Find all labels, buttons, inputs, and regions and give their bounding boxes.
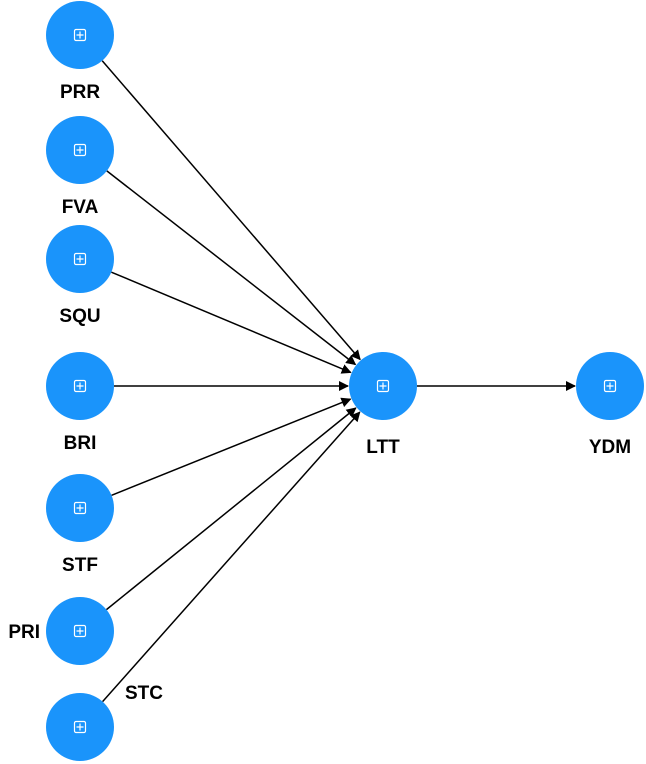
node-squ[interactable]: SQU [46, 225, 114, 327]
edge-stf-to-ltt[interactable] [111, 397, 352, 496]
expand-plus-icon[interactable] [73, 379, 87, 393]
node-stc[interactable]: STC [46, 683, 163, 761]
expand-plus-icon[interactable] [376, 379, 390, 393]
edge-prr-to-ltt[interactable] [101, 60, 361, 361]
node-label: FVA [62, 197, 99, 218]
expand-plus-icon[interactable] [603, 379, 617, 393]
edge-fva-to-ltt[interactable] [106, 170, 357, 366]
node-label: STC [125, 683, 163, 704]
expand-plus-icon[interactable] [73, 501, 87, 515]
expand-plus-icon[interactable] [73, 624, 87, 638]
expand-plus-icon[interactable] [73, 28, 87, 42]
node-prr[interactable]: PRR [46, 1, 114, 103]
expand-plus-icon[interactable] [73, 252, 87, 266]
edge-stc-to-ltt[interactable] [102, 411, 361, 703]
edge-squ-to-ltt[interactable] [111, 271, 352, 374]
node-label: BRI [64, 433, 97, 454]
node-label: PRI [8, 622, 40, 643]
node-stf[interactable]: STF [46, 474, 114, 576]
node-label: SQU [59, 306, 100, 327]
node-ltt[interactable]: LTT [349, 352, 417, 458]
node-label: YDM [589, 437, 631, 458]
node-label: PRR [60, 82, 100, 103]
expand-plus-icon[interactable] [73, 720, 87, 734]
node-bri[interactable]: BRI [46, 352, 114, 454]
expand-plus-icon[interactable] [73, 143, 87, 157]
node-fva[interactable]: FVA [46, 116, 114, 218]
edge-pri-to-ltt[interactable] [105, 407, 357, 611]
node-pri[interactable]: PRI [8, 597, 114, 665]
node-ydm[interactable]: YDM [576, 352, 644, 458]
node-label: LTT [366, 437, 400, 458]
node-label: STF [62, 555, 98, 576]
